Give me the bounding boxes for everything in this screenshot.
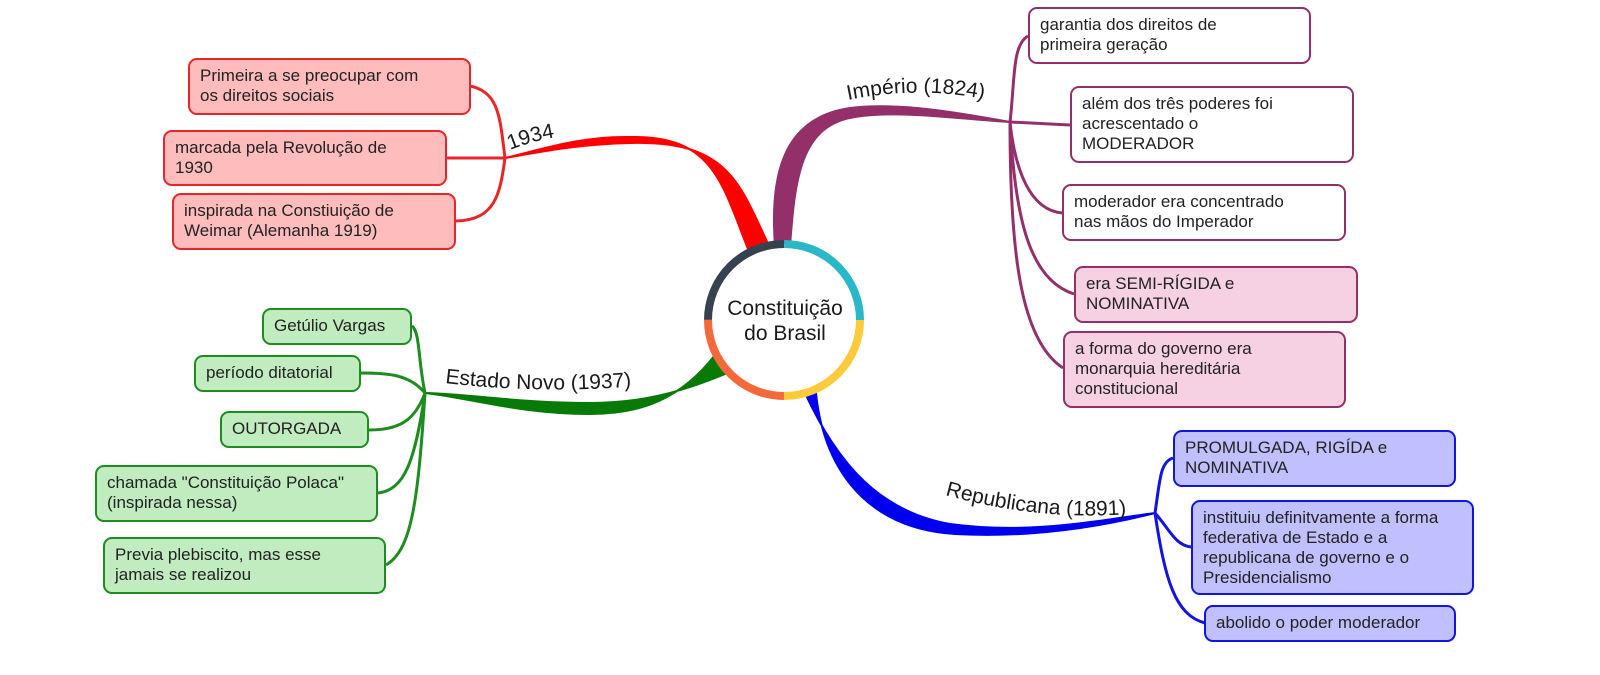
node-estado-novo-polaca[interactable]: chamada "Constituição Polaca" (inspirada… <box>95 465 378 522</box>
node-imperio-moderador[interactable]: além dos três poderes foi acrescentado o… <box>1070 86 1354 163</box>
node-1934-direitos-sociais[interactable]: Primeira a se preocupar com os direitos … <box>188 58 471 115</box>
node-imperio-imperador[interactable]: moderador era concentrado nas mãos do Im… <box>1062 184 1346 241</box>
branch-republicana <box>798 376 1206 625</box>
node-imperio-monarquia[interactable]: a forma do governo era monarquia heredit… <box>1063 331 1346 408</box>
node-estado-novo-getulio[interactable]: Getúlio Vargas <box>262 308 412 345</box>
branch-imperio <box>772 34 1075 370</box>
node-imperio-direitos[interactable]: garantia dos direitos de primeira geraçã… <box>1028 7 1311 64</box>
central-node-ring <box>704 240 864 400</box>
branch-1934 <box>447 84 772 256</box>
branch-label-estado-novo: Estado Novo (1937) <box>444 365 631 394</box>
node-1934-revolucao[interactable]: marcada pela Revolução de 1930 <box>163 130 447 186</box>
branch-label-imperio: Império (1824) <box>845 75 988 105</box>
node-imperio-semi-rigida[interactable]: era SEMI-RÍGIDA e NOMINATIVA <box>1074 266 1358 323</box>
node-1934-weimar[interactable]: inspirada na Constiuição de Weimar (Alem… <box>172 193 456 250</box>
node-republicana-federativa[interactable]: instituiu definitvamente a forma federat… <box>1191 500 1474 595</box>
central-topic[interactable]: Constituição do Brasil <box>727 297 843 345</box>
node-estado-novo-outorgada[interactable]: OUTORGADA <box>220 411 369 448</box>
node-republicana-abolido[interactable]: abolido o poder moderador <box>1204 605 1456 642</box>
node-republicana-promulgada[interactable]: PROMULGADA, RIGÍDA e NOMINATIVA <box>1173 430 1456 487</box>
node-estado-novo-ditatorial[interactable]: período ditatorial <box>194 355 361 392</box>
node-estado-novo-plebiscito[interactable]: Previa plebiscito, mas esse jamais se re… <box>103 537 386 594</box>
branch-label-republicana: Republicana (1891) <box>944 478 1127 521</box>
branch-estado-novo <box>360 324 732 567</box>
